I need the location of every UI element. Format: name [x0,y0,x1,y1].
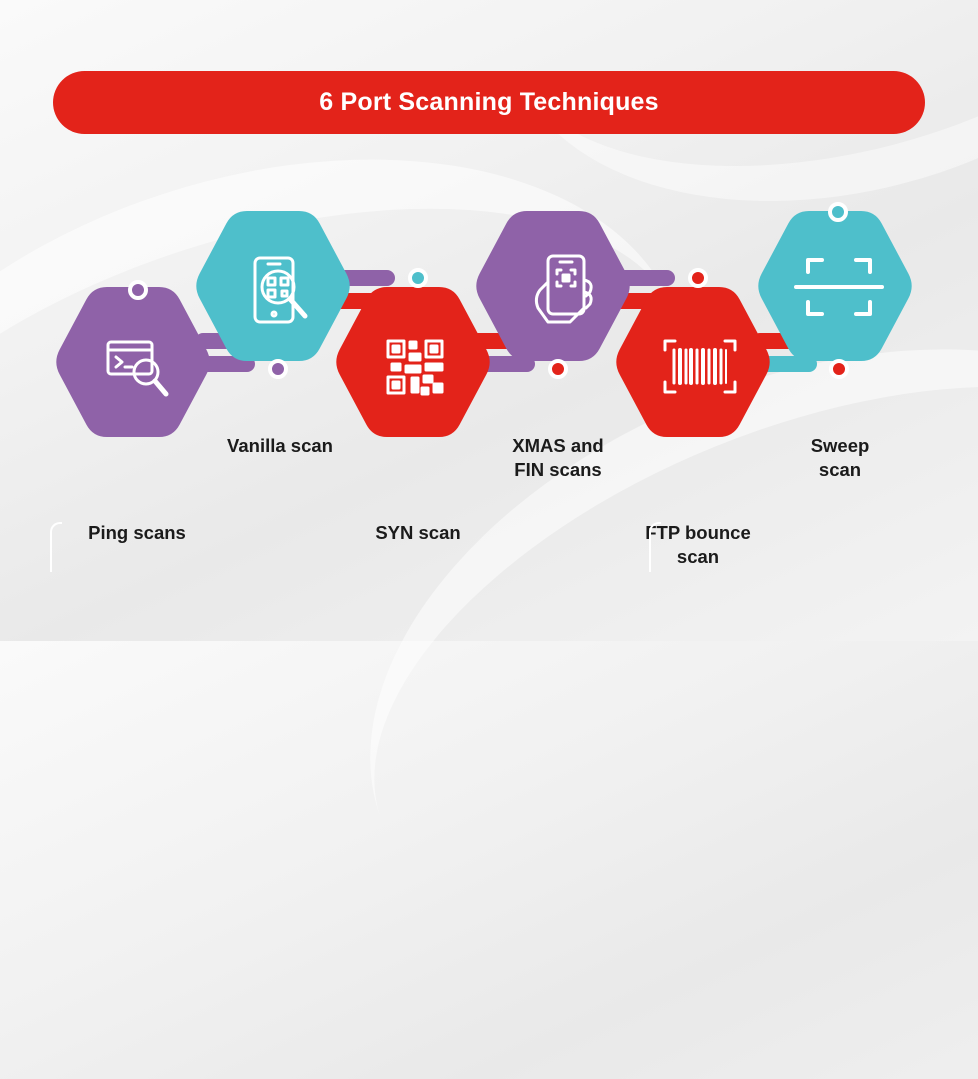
label-sweep-scan: Sweep scan [810,435,870,480]
title-banner: 6 Port Scanning Techniques [53,71,925,134]
label-ftp-bounce-scan: FTP bounce scan [645,522,751,567]
dot [268,359,288,379]
hexagon-3 [336,287,490,437]
page-title: 6 Port Scanning Techniques [319,88,659,116]
techniques-diagram [56,202,912,437]
hand-phone-scan-icon [534,254,593,324]
scan-frame-icon [794,258,884,316]
qr-code-icon [386,339,444,396]
label-syn-scan: SYN scan [375,522,461,543]
dot [408,268,428,288]
dot [688,268,708,288]
dot [128,280,148,300]
barcode-scan-icon [663,339,737,394]
dot [548,359,568,379]
label-vanilla-scan: Vanilla scan [227,435,333,456]
decorative-tick [50,522,62,572]
phone-qr-search-icon [253,256,308,324]
label-ping-scans: Ping scans [88,522,186,543]
search-window-icon [106,340,169,397]
dot [828,202,848,222]
label-xmas-fin-scans: XMAS and FIN scans [512,435,604,480]
decorative-tick [649,522,661,572]
dot [829,359,849,379]
hexagon-1 [56,287,210,437]
hexagon-4 [476,211,630,361]
